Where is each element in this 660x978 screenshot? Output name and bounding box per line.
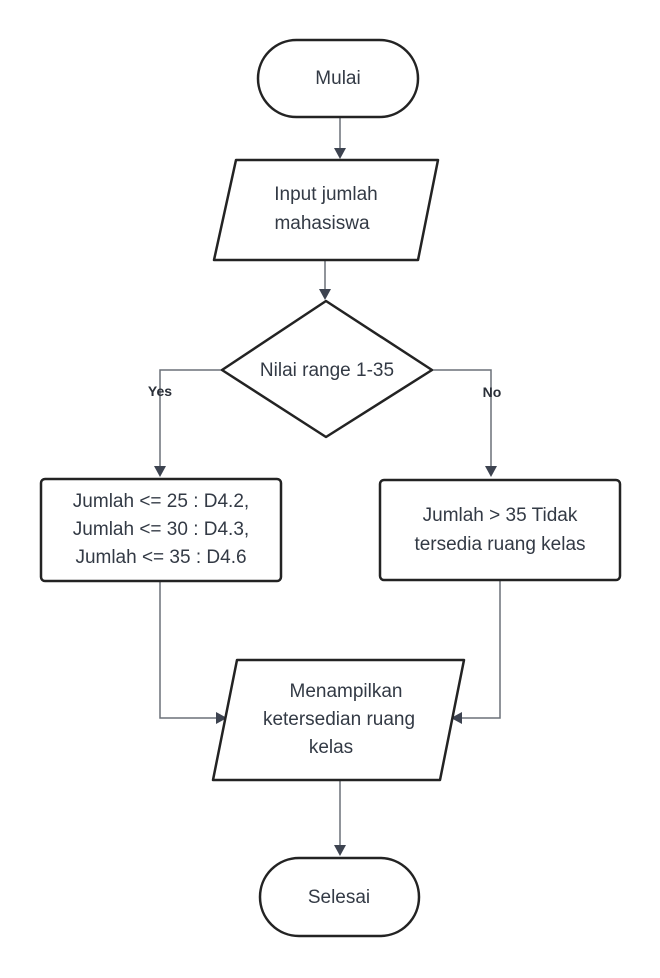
arrowhead-end (334, 845, 346, 856)
yes-box-line1: Jumlah <= 25 : D4.2, (73, 491, 249, 512)
no-box-line1: Jumlah > 35 Tidak (423, 505, 578, 526)
arrowhead-yes-box (154, 466, 166, 477)
input-label-line2: mahasiswa (274, 213, 369, 234)
decision-label: Nilai range 1-35 (260, 360, 394, 381)
arrowhead-input (334, 148, 346, 159)
end-terminator: Selesai (258, 856, 421, 938)
no-box-line2: tersedia ruang kelas (414, 534, 585, 555)
yes-box-line2: Jumlah <= 30 : D4.3, (73, 519, 249, 540)
decision-diamond: Nilai range 1-35 (220, 299, 434, 439)
connector-no-output (460, 581, 501, 719)
output-label-line1: Menampilkan (290, 681, 403, 702)
input-label-line1: Input jumlah (274, 184, 378, 205)
yes-box-line3: Jumlah <= 35 : D4.6 (75, 547, 246, 568)
start-label: Mulai (315, 68, 360, 89)
connector-no-branch (432, 369, 492, 468)
output-parallelogram: Menampilkan ketersedian ruang kelas (211, 658, 466, 782)
arrowhead-decision (319, 289, 331, 300)
start-terminator: Mulai (256, 38, 420, 119)
input-parallelogram: Input jumlah mahasiswa (212, 158, 440, 262)
edge-label-no: No (483, 384, 502, 400)
arrowhead-output-right (451, 712, 462, 724)
connector-yes-output (159, 581, 218, 719)
output-label-line3: kelas (309, 737, 353, 758)
connector-yes-branch (159, 369, 222, 468)
yes-process-box: Jumlah <= 25 : D4.2, Jumlah <= 30 : D4.3… (39, 477, 283, 583)
arrowhead-no-box (485, 466, 497, 477)
edge-label-yes: Yes (148, 383, 172, 399)
arrowhead-output-left (216, 712, 227, 724)
output-label-line2: ketersedian ruang (263, 709, 415, 730)
connectors (154, 118, 501, 856)
end-label: Selesai (308, 887, 370, 908)
no-process-box: Jumlah > 35 Tidak tersedia ruang kelas (378, 478, 622, 582)
